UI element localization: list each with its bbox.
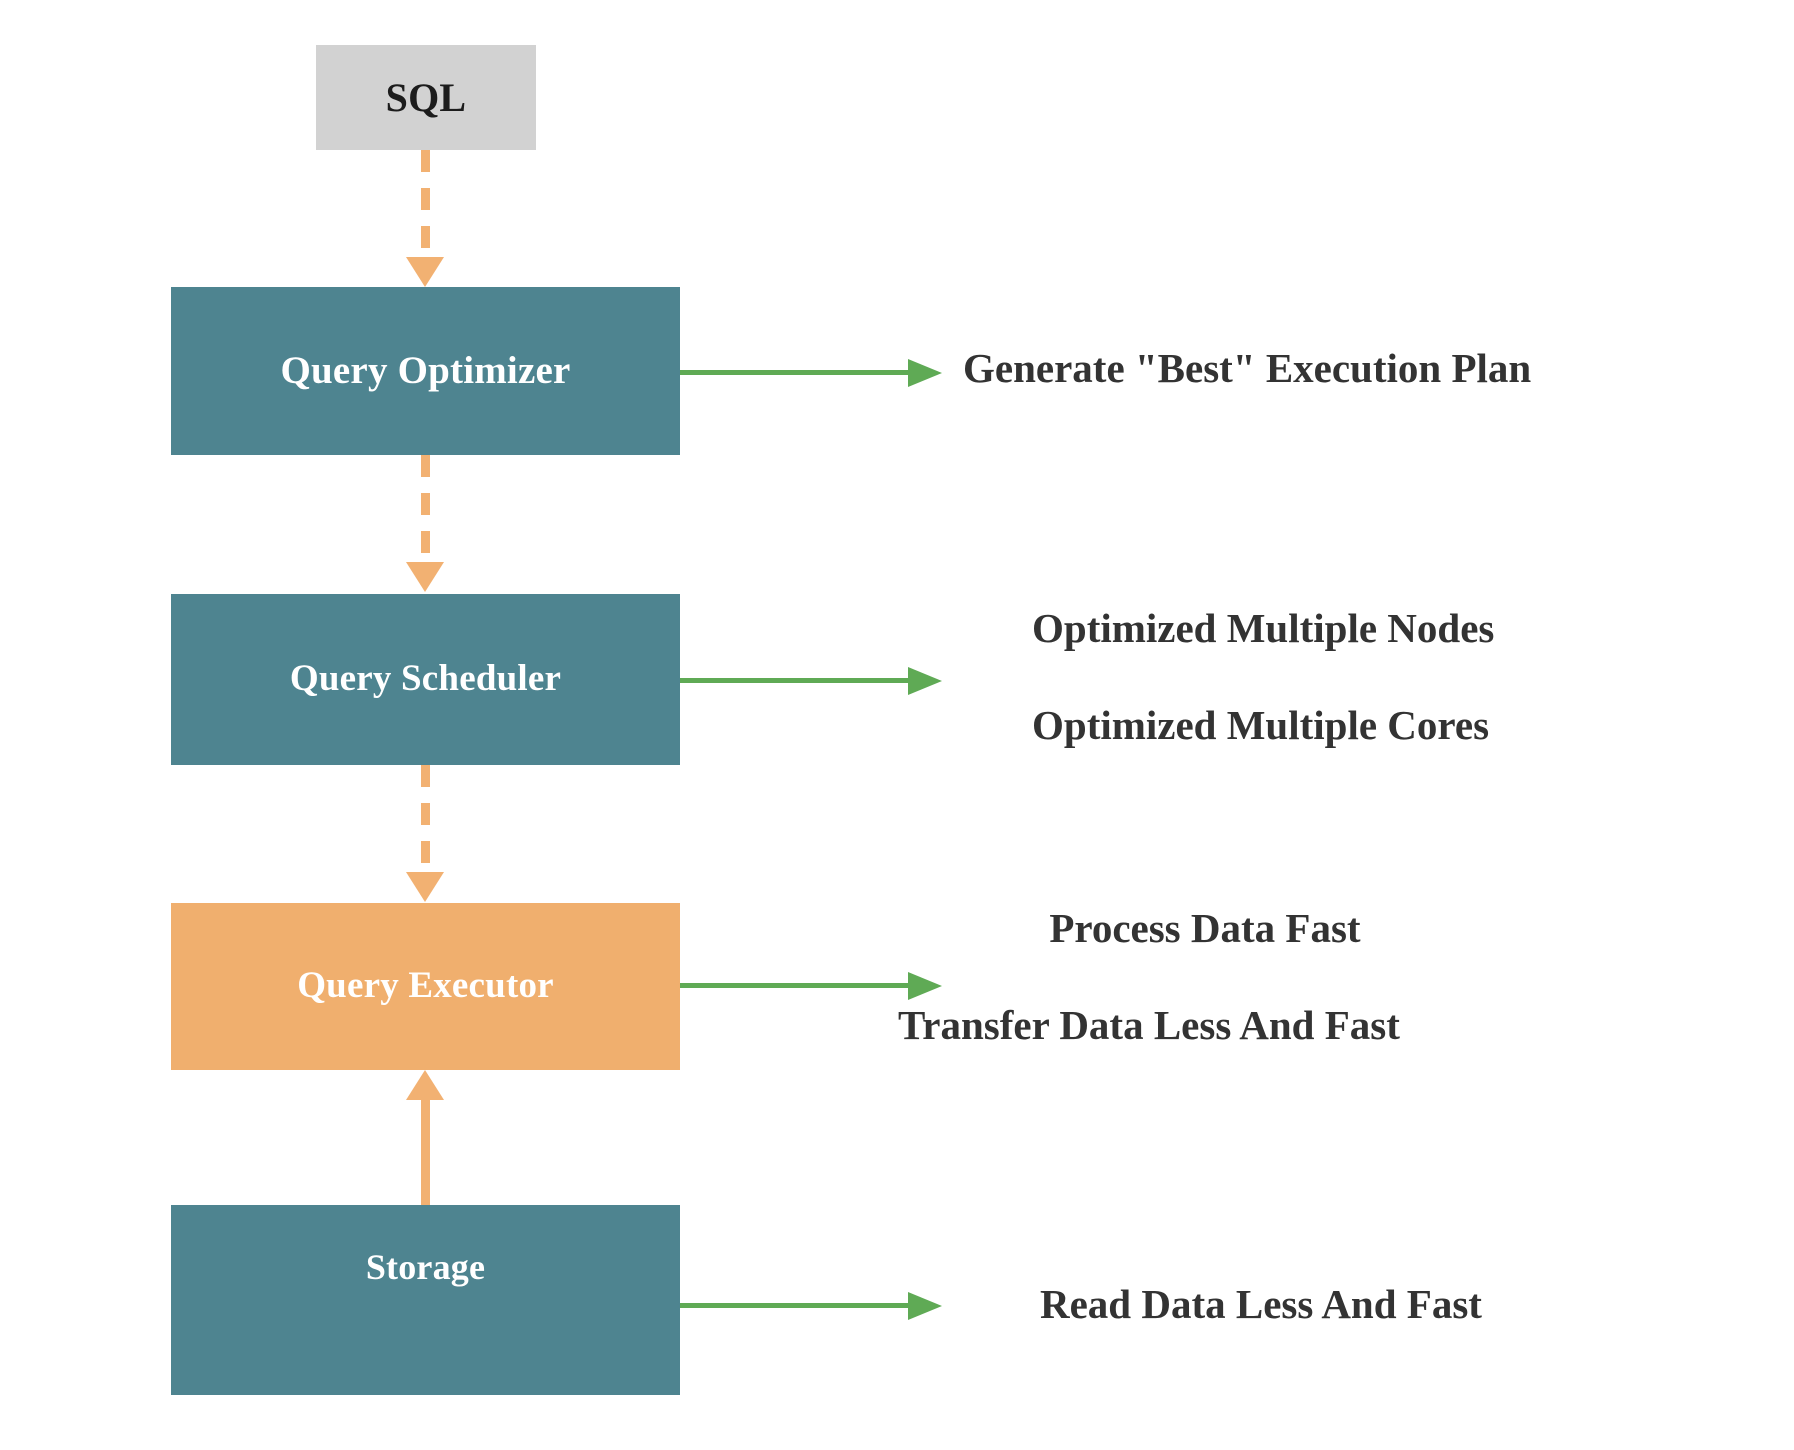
arrow-head-right-icon <box>908 667 942 695</box>
outcome-arrow-scheduler <box>680 665 942 695</box>
node-query-executor: Query Executor <box>171 903 680 1070</box>
node-query-scheduler-label: Query Scheduler <box>289 658 562 700</box>
outcome-line: Process Data Fast <box>1049 905 1361 951</box>
arrow-shaft <box>680 1303 912 1308</box>
outcome-arrow-storage <box>680 1290 942 1320</box>
node-query-scheduler: Query Scheduler <box>171 594 680 765</box>
outcome-text-executor: Process Data Fast Transfer Data Less And… <box>898 905 1400 1046</box>
arrow-shaft <box>680 678 912 683</box>
node-sql: SQL <box>316 45 536 150</box>
arrow-shaft <box>680 983 912 988</box>
arrow-head-right-icon <box>908 359 942 387</box>
node-sql-label: SQL <box>385 74 467 120</box>
node-query-optimizer-label: Query Optimizer <box>280 348 571 392</box>
arrow-head-right-icon <box>908 1292 942 1320</box>
node-query-executor-label: Query Executor <box>297 965 554 1007</box>
flow-connector-sql-to-optimizer <box>421 150 430 258</box>
outcome-arrow-optimizer <box>680 357 942 387</box>
flow-connector-storage-to-executor <box>421 1100 430 1207</box>
node-query-optimizer: Query Optimizer <box>171 287 680 455</box>
flow-arrowhead-down-icon <box>406 562 444 592</box>
flow-arrowhead-down-icon <box>406 872 444 902</box>
outcome-arrow-executor <box>680 970 942 1000</box>
flow-arrowhead-up-icon <box>406 1070 444 1100</box>
outcome-line: Read Data Less And Fast <box>1040 1281 1482 1327</box>
outcome-text-optimizer: Generate "Best" Execution Plan <box>963 348 1531 389</box>
outcome-text-scheduler: Optimized Multiple Nodes Optimized Multi… <box>1032 608 1494 746</box>
outcome-line: Optimized Multiple Cores <box>1032 702 1490 748</box>
flow-connector-scheduler-to-executor <box>421 765 430 872</box>
outcome-line: Generate "Best" Execution Plan <box>963 345 1532 391</box>
outcome-text-storage: Read Data Less And Fast <box>1040 1284 1482 1325</box>
node-storage: Storage <box>171 1205 680 1395</box>
arrow-head-right-icon <box>908 972 942 1000</box>
flow-arrowhead-down-icon <box>406 257 444 287</box>
node-storage-label: Storage <box>365 1247 486 1288</box>
outcome-line: Optimized Multiple Nodes <box>1032 605 1495 651</box>
arrow-shaft <box>680 370 912 375</box>
outcome-line: Transfer Data Less And Fast <box>898 1002 1400 1048</box>
flow-connector-optimizer-to-scheduler <box>421 455 430 563</box>
